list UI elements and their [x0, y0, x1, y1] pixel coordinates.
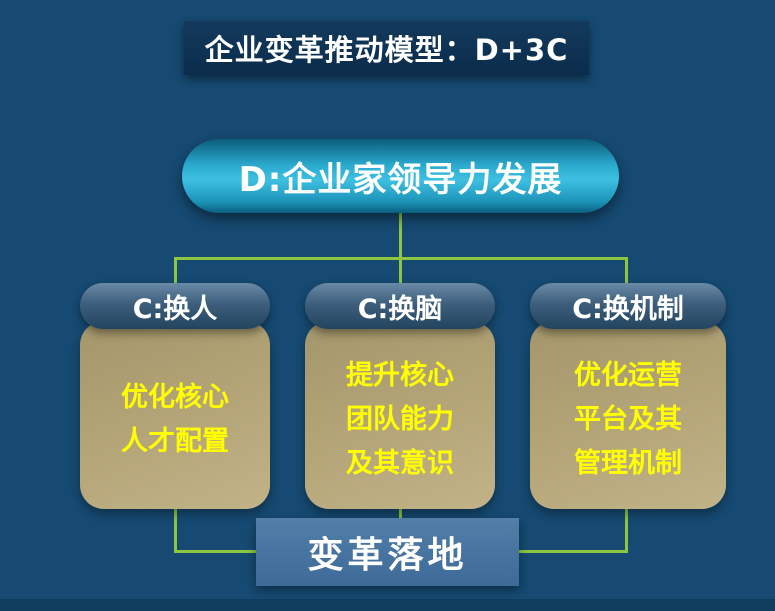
column-header-change-people: C:换人 — [80, 283, 270, 329]
column-change-mechanism: C:换机制 优化运营 平台及其 管理机制 — [530, 283, 726, 509]
connector-left-bottom-vertical — [174, 500, 177, 552]
column-header-label: C:换人 — [132, 293, 218, 325]
diagram-title: 企业变革推动模型：D+3C — [204, 33, 569, 67]
column-body-change-mindset: 提升核心 团队能力 及其意识 — [305, 321, 495, 509]
bottom-node: 变革落地 — [256, 518, 519, 586]
column-body-line: 人才配置 — [121, 426, 229, 457]
column-body-change-mechanism: 优化运营 平台及其 管理机制 — [530, 321, 726, 509]
column-body-line: 优化核心 — [121, 382, 229, 413]
column-header-change-mindset: C:换脑 — [305, 283, 495, 329]
connector-right-branch — [625, 257, 628, 289]
column-header-label: C:换脑 — [357, 293, 443, 325]
connector-middle-branch — [399, 257, 402, 289]
column-body-change-people: 优化核心 人才配置 — [80, 321, 270, 509]
column-body-line: 提升核心 — [346, 360, 454, 391]
connector-right-bottom-vertical — [625, 500, 628, 552]
diagram-title-box: 企业变革推动模型：D+3C — [184, 21, 589, 75]
column-header-change-mechanism: C:换机制 — [530, 283, 726, 329]
connector-middle-bottom-vertical — [399, 500, 402, 528]
connector-left-branch — [174, 257, 177, 289]
column-body-line: 平台及其 — [574, 404, 682, 435]
column-body-line: 及其意识 — [346, 448, 454, 479]
bottom-node-label: 变革落地 — [307, 535, 468, 576]
column-header-label: C:换机制 — [572, 293, 684, 325]
column-body-line: 管理机制 — [574, 448, 682, 479]
column-body-line: 团队能力 — [346, 404, 454, 435]
root-node: D:企业家领导力发展 — [182, 139, 619, 213]
bottom-edge-strip — [0, 599, 775, 611]
column-change-people: C:换人 优化核心 人才配置 — [80, 283, 270, 509]
root-node-label: D:企业家领导力发展 — [238, 159, 563, 200]
connector-root-vertical — [399, 213, 402, 259]
column-body-line: 优化运营 — [574, 360, 682, 391]
column-change-mindset: C:换脑 提升核心 团队能力 及其意识 — [305, 283, 495, 509]
